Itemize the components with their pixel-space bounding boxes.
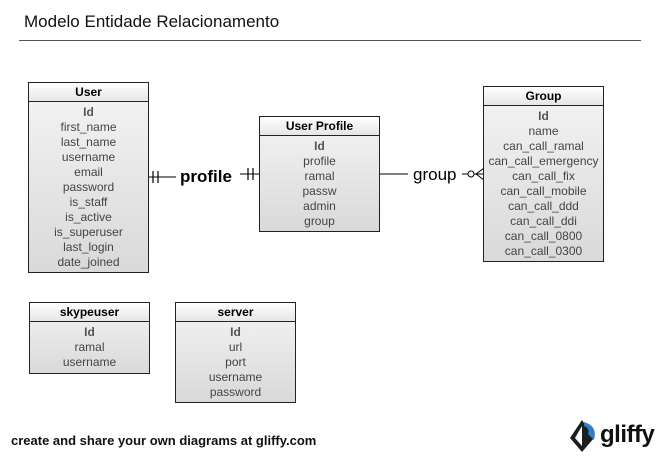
entity-group[interactable]: Group Id name can_call_ramal can_call_em…	[483, 86, 604, 262]
field-user-email: email	[74, 165, 103, 179]
entity-user-profile[interactable]: User Profile Id profile ramal passw admi…	[259, 116, 380, 232]
field-group-name: name	[528, 124, 559, 138]
entity-user-title: User	[29, 83, 148, 102]
entity-group-title: Group	[484, 87, 603, 106]
entity-user-profile-fields: Id profile ramal passw admin group	[260, 136, 379, 229]
crow-foot-bottom	[475, 173, 485, 181]
entity-server-title: server	[176, 303, 295, 322]
entity-skypeuser-fields: Id ramal username	[30, 322, 149, 370]
field-server-url: url	[228, 340, 243, 354]
entity-user[interactable]: User Id first_name last_name username em…	[28, 82, 149, 273]
field-profile-profile: profile	[303, 154, 336, 168]
field-group-id: Id	[538, 109, 549, 123]
entity-user-fields: Id first_name last_name username email p…	[29, 102, 148, 270]
field-server-password: password	[209, 385, 262, 399]
field-user-first-name: first_name	[60, 120, 117, 134]
footer-promo-text[interactable]: create and share your own diagrams at gl…	[11, 433, 317, 448]
entity-user-profile-title: User Profile	[260, 117, 379, 136]
gliffy-logo-icon[interactable]	[568, 418, 600, 454]
diagram-title: Modelo Entidade Relacionamento	[24, 12, 280, 31]
field-skypeuser-id: Id	[84, 325, 95, 339]
field-user-username: username	[61, 150, 116, 164]
group-relationship-label: group	[413, 165, 457, 184]
entity-server-fields: Id url port username password	[176, 322, 295, 400]
field-user-date-joined: date_joined	[57, 255, 120, 269]
optional-circle	[467, 170, 475, 178]
field-profile-group: group	[304, 214, 335, 228]
field-group-can-call-ddd: can_call_ddd	[508, 199, 579, 213]
profile-relationship-label: profile	[180, 167, 232, 186]
field-user-is-active: is_active	[65, 210, 112, 224]
field-profile-passw: passw	[302, 184, 337, 198]
gliffy-logo-text[interactable]: gliffy	[600, 421, 655, 448]
field-skypeuser-ramal: ramal	[74, 340, 105, 354]
field-group-can-call-ddi: can_call_ddi	[510, 214, 577, 228]
field-profile-ramal: ramal	[304, 169, 335, 183]
field-group-can-call-ramal: can_call_ramal	[503, 139, 584, 153]
title-divider	[19, 40, 641, 41]
field-profile-id: Id	[314, 139, 325, 153]
field-group-can-call-0800: can_call_0800	[504, 229, 583, 243]
field-profile-admin: admin	[303, 199, 336, 213]
field-group-can-call-fix: can_call_fix	[512, 169, 575, 183]
field-group-can-call-emergency: can_call_emergency	[488, 154, 599, 168]
field-user-password: password	[62, 180, 115, 194]
field-skypeuser-username: username	[62, 355, 117, 369]
entity-group-fields: Id name can_call_ramal can_call_emergenc…	[484, 106, 603, 259]
field-user-is-staff: is_staff	[69, 195, 108, 209]
entity-server[interactable]: server Id url port username password	[175, 302, 296, 403]
field-user-last-login: last_login	[63, 240, 114, 254]
entity-skypeuser-title: skypeuser	[30, 303, 149, 322]
field-user-is-superuser: is_superuser	[54, 225, 123, 239]
entity-skypeuser[interactable]: skypeuser Id ramal username	[29, 302, 150, 374]
field-group-can-call-0300: can_call_0300	[504, 244, 583, 258]
field-user-last-name: last_name	[60, 135, 117, 149]
field-user-id: Id	[83, 105, 94, 119]
field-server-port: port	[225, 355, 246, 369]
field-group-can-call-mobile: can_call_mobile	[500, 184, 587, 198]
field-server-username: username	[208, 370, 263, 384]
crow-foot-top	[475, 167, 485, 175]
field-server-id: Id	[230, 325, 241, 339]
